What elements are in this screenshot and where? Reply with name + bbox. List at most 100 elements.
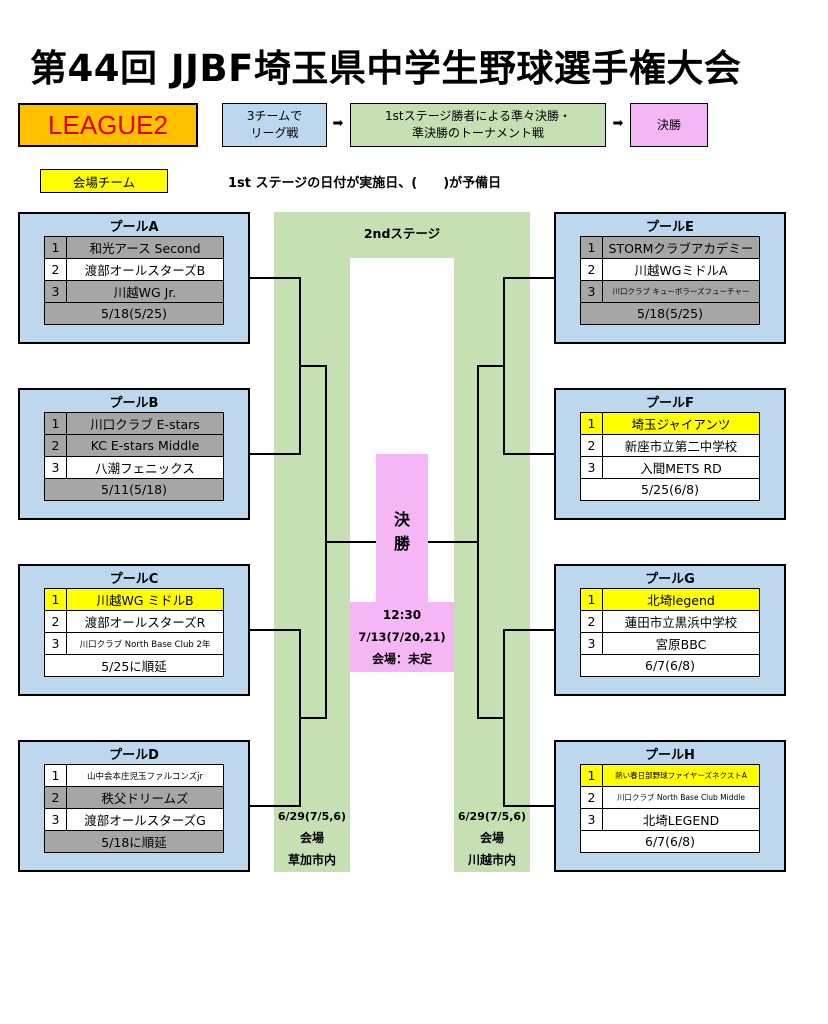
team-name: 蓮田市立黒浜中学校	[602, 610, 760, 633]
team-rank: 1	[580, 412, 603, 435]
team-name: 川口クラブ North Base Club Middle	[602, 786, 760, 809]
pool-date: 6/7(6/8)	[580, 654, 760, 677]
pool-date-row: 5/25(6/8)	[580, 478, 760, 501]
pool-date-row: 5/18(5/25)	[580, 302, 760, 325]
team-rank: 1	[44, 412, 67, 435]
pool-date: 5/18(5/25)	[44, 302, 224, 325]
team-name: 新座市立第二中学校	[602, 434, 760, 457]
team-rank: 1	[580, 588, 603, 611]
team-rank: 2	[44, 258, 67, 281]
team-rank: 1	[44, 236, 67, 259]
pool-title: プールB	[109, 396, 159, 411]
team-name: 川口クラブ E-stars	[66, 412, 224, 435]
team-rank: 2	[580, 434, 603, 457]
bracket-right-qf2	[503, 629, 554, 807]
team-name: 北埼LEGEND	[602, 808, 760, 831]
flow-step-tournament: 1stステージ勝者による準々決勝・ 準決勝のトーナメント戦	[350, 103, 606, 147]
pool-title: プールD	[109, 748, 159, 763]
pool-date-row: 5/18に順延	[44, 830, 224, 853]
league-label: LEAGUE2	[18, 103, 198, 147]
bracket-right-qf1	[503, 277, 554, 455]
team-rank: 1	[44, 588, 67, 611]
team-name: 入間METS RD	[602, 456, 760, 479]
team-rank: 2	[44, 786, 67, 809]
team-name: 川越WG ミドルB	[66, 588, 224, 611]
pool-title: プールC	[109, 572, 159, 587]
team-rank: 3	[580, 632, 603, 655]
pool-date: 6/7(6/8)	[580, 830, 760, 853]
pool-title: プールF	[646, 396, 694, 411]
arrow-right-icon: ➡	[612, 116, 624, 131]
pool-date-row: 5/18(5/25)	[44, 302, 224, 325]
flow-step-league-text: 3チームで リーグ戦	[246, 109, 303, 140]
final-label: 決 勝	[376, 508, 428, 556]
right-venue-label: 会場	[479, 831, 504, 845]
pool-date: 5/25に順延	[44, 654, 224, 677]
flow-step-final: 決勝	[630, 103, 708, 147]
team-name: 和光アース Second	[66, 236, 224, 259]
team-rank: 3	[44, 280, 67, 303]
team-name: 秩父ドリームズ	[66, 786, 224, 809]
team-rank: 2	[580, 258, 603, 281]
right-venue-date: 6/29(7/5,6)	[457, 810, 527, 823]
team-name: 宮原BBC	[602, 632, 760, 655]
team-name: 川越WG Jr.	[66, 280, 224, 303]
flow-step-final-text: 決勝	[656, 117, 681, 132]
team-name: 渡部オールスターズG	[66, 808, 224, 831]
team-name: 北埼legend	[602, 588, 760, 611]
final-date: 7/13(7/20,21)	[358, 630, 446, 644]
bracket-left-qf2	[250, 629, 301, 807]
pool-date: 5/18(5/25)	[580, 302, 760, 325]
team-rank: 1	[44, 764, 67, 787]
pool-date-row: 5/25に順延	[44, 654, 224, 677]
team-rank: 2	[580, 610, 603, 633]
team-name: 川口クラブ キューボラーズフューチャー	[602, 280, 760, 303]
team-name: 渡部オールスターズB	[66, 258, 224, 281]
pool-title: プールA	[109, 220, 159, 235]
team-name: 八潮フェニックス	[66, 456, 224, 479]
pool-title: プールE	[646, 220, 694, 235]
left-venue-label: 会場	[299, 831, 324, 845]
pool-date: 5/18に順延	[44, 830, 224, 853]
team-rank: 1	[580, 764, 603, 787]
bracket-right-sf	[477, 365, 504, 719]
team-name: 熱い春日部野球ファイヤーズネクストA	[602, 764, 760, 787]
team-rank: 3	[44, 632, 67, 655]
team-rank: 3	[44, 456, 67, 479]
pool-date: 5/11(5/18)	[44, 478, 224, 501]
team-name: 埼玉ジャイアンツ	[602, 412, 760, 435]
page-title: 第44回 JJBF埼玉県中学生野球選手権大会	[30, 47, 742, 90]
final-label-char-2: 勝	[393, 534, 410, 553]
arrow-right-icon: ➡	[332, 116, 344, 131]
pool-date-row: 6/7(6/8)	[580, 654, 760, 677]
team-name: 山中会本庄児玉ファルコンズjr	[66, 764, 224, 787]
